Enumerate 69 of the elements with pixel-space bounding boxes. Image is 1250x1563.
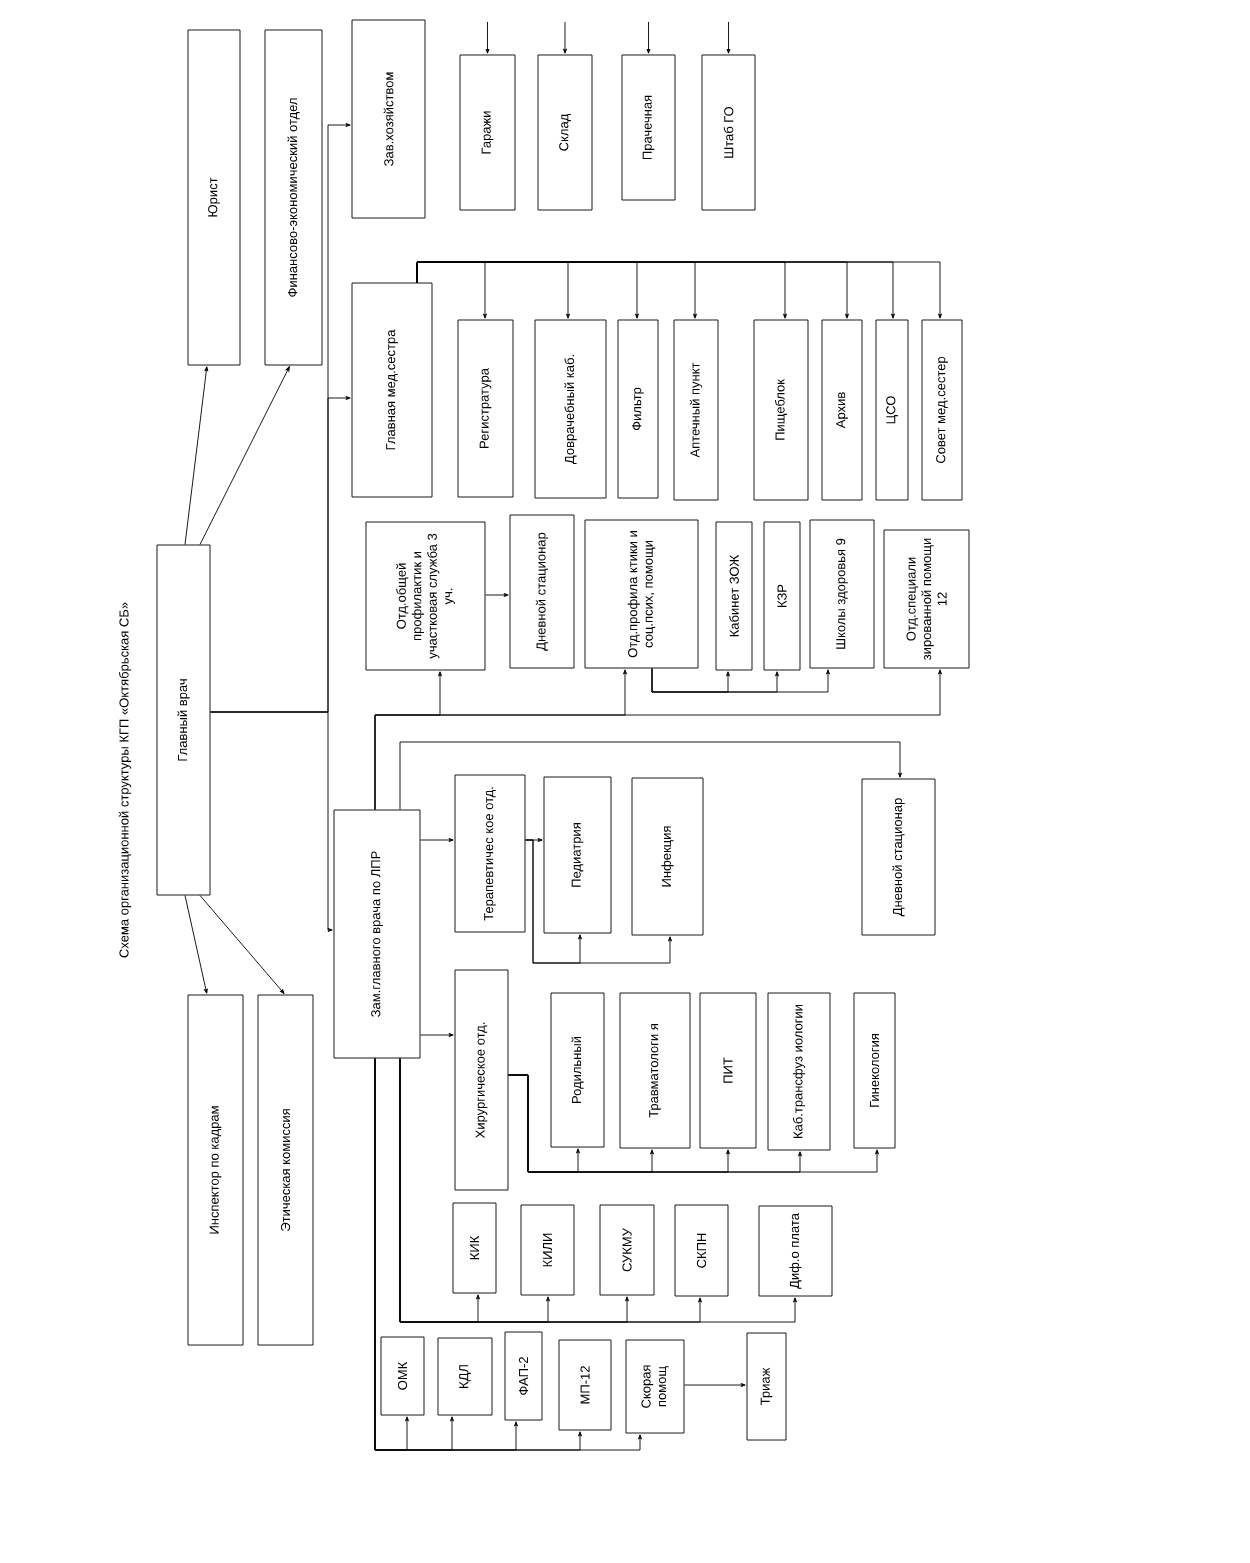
- org-unit-box: Гаражи: [459, 54, 516, 211]
- org-unit-box: Совет мед.сестер: [921, 319, 963, 501]
- arrow: [420, 1033, 454, 1037]
- org-unit-box: Диф.о плата: [758, 1205, 833, 1297]
- org-unit-box: Травматологи я: [619, 992, 691, 1149]
- arrow: [525, 839, 672, 964]
- arrow: [199, 895, 285, 994]
- org-unit-box: Регистратура: [457, 319, 514, 498]
- org-unit-box: Инспектор по кадрам: [187, 994, 244, 1346]
- org-unit-box: Главная мед.сестра: [351, 282, 433, 498]
- arrow: [651, 668, 830, 693]
- arrow: [399, 1058, 797, 1323]
- org-unit-box: Инфекция: [631, 777, 704, 936]
- org-unit-box: Прачечная: [621, 54, 676, 201]
- arrow: [374, 669, 942, 810]
- arrow: [199, 366, 290, 545]
- org-unit-box: ПИТ: [699, 992, 757, 1149]
- org-unit-box: КДЛ: [437, 1337, 493, 1416]
- org-unit-box: СКПН: [674, 1204, 729, 1297]
- arrow: [399, 741, 902, 810]
- arrow: [485, 593, 509, 597]
- org-unit-box: СУКМУ: [599, 1204, 655, 1296]
- org-unit-box: Финансово-экономический отдел: [264, 29, 323, 366]
- arrow: [184, 895, 208, 994]
- org-unit-box: Фильтр: [617, 319, 659, 499]
- org-unit-box: Доврачебный каб.: [534, 319, 607, 499]
- arrow: [684, 1383, 746, 1387]
- arrow: [508, 1074, 879, 1173]
- org-unit-box: КИК: [452, 1202, 497, 1294]
- org-unit-box: Пищеблок: [753, 319, 809, 501]
- org-unit-box: Аптечный пункт: [673, 319, 719, 501]
- org-unit-box: Скорая помощ: [625, 1339, 685, 1434]
- org-unit-box: Кабинет ЗОЖ: [715, 521, 753, 671]
- arrow: [420, 838, 454, 842]
- org-unit-box: Родильный: [550, 992, 605, 1148]
- arrow: [184, 366, 209, 545]
- org-unit-box: Отд.профила ктики и соц.псих, помощи: [584, 519, 699, 669]
- org-unit-box: КИЛИ: [520, 1204, 575, 1296]
- org-unit-box: Педиатрия: [543, 776, 612, 934]
- org-unit-box: Хирургическое отд.: [454, 969, 509, 1191]
- org-unit-box: Терапевтичес кое отд.: [454, 774, 526, 933]
- org-unit-box: Зав.хозяйством: [351, 19, 426, 219]
- org-unit-box: ЦСО: [875, 319, 909, 501]
- org-unit-box: Каб.трансфуз иологии: [767, 992, 831, 1151]
- org-unit-box: Отд.специали зированной помощи 12: [883, 529, 970, 669]
- org-unit-box: Отд.общей профилактик и участковая служба 3 уч.: [365, 521, 486, 671]
- org-unit-box: ОМК: [380, 1336, 425, 1416]
- org-unit-box: Главный врач: [156, 544, 211, 896]
- org-unit-box: КЗР: [763, 521, 801, 671]
- org-unit-box: Дневной стационар: [509, 514, 575, 669]
- org-unit-box: Архив: [821, 319, 863, 501]
- arrow: [646, 21, 651, 54]
- arrow: [485, 21, 490, 54]
- org-unit-box: Дневной стационар: [861, 778, 936, 936]
- org-unit-box: Юрист: [187, 29, 241, 366]
- arrow: [563, 21, 567, 54]
- org-unit-box: Школы здоровья 9: [809, 519, 875, 669]
- org-unit-box: Склад: [537, 54, 593, 211]
- org-unit-box: Гинекология: [853, 992, 896, 1149]
- org-unit-box: Штаб ГО: [701, 54, 756, 211]
- arrow: [374, 1058, 642, 1451]
- org-unit-box: ФАП-2: [504, 1331, 543, 1421]
- title: Схема организационной структуры КГП «Октябрьская СБ»: [118, 602, 132, 958]
- org-unit-box: Зам.главного врача по ЛПР: [333, 809, 421, 1059]
- org-unit-box: МП-12: [558, 1339, 612, 1431]
- arrow: [726, 21, 731, 54]
- org-unit-box: Триаж: [746, 1332, 787, 1441]
- org-unit-box: Этическая комиссия: [257, 994, 314, 1346]
- arrow: [210, 711, 333, 932]
